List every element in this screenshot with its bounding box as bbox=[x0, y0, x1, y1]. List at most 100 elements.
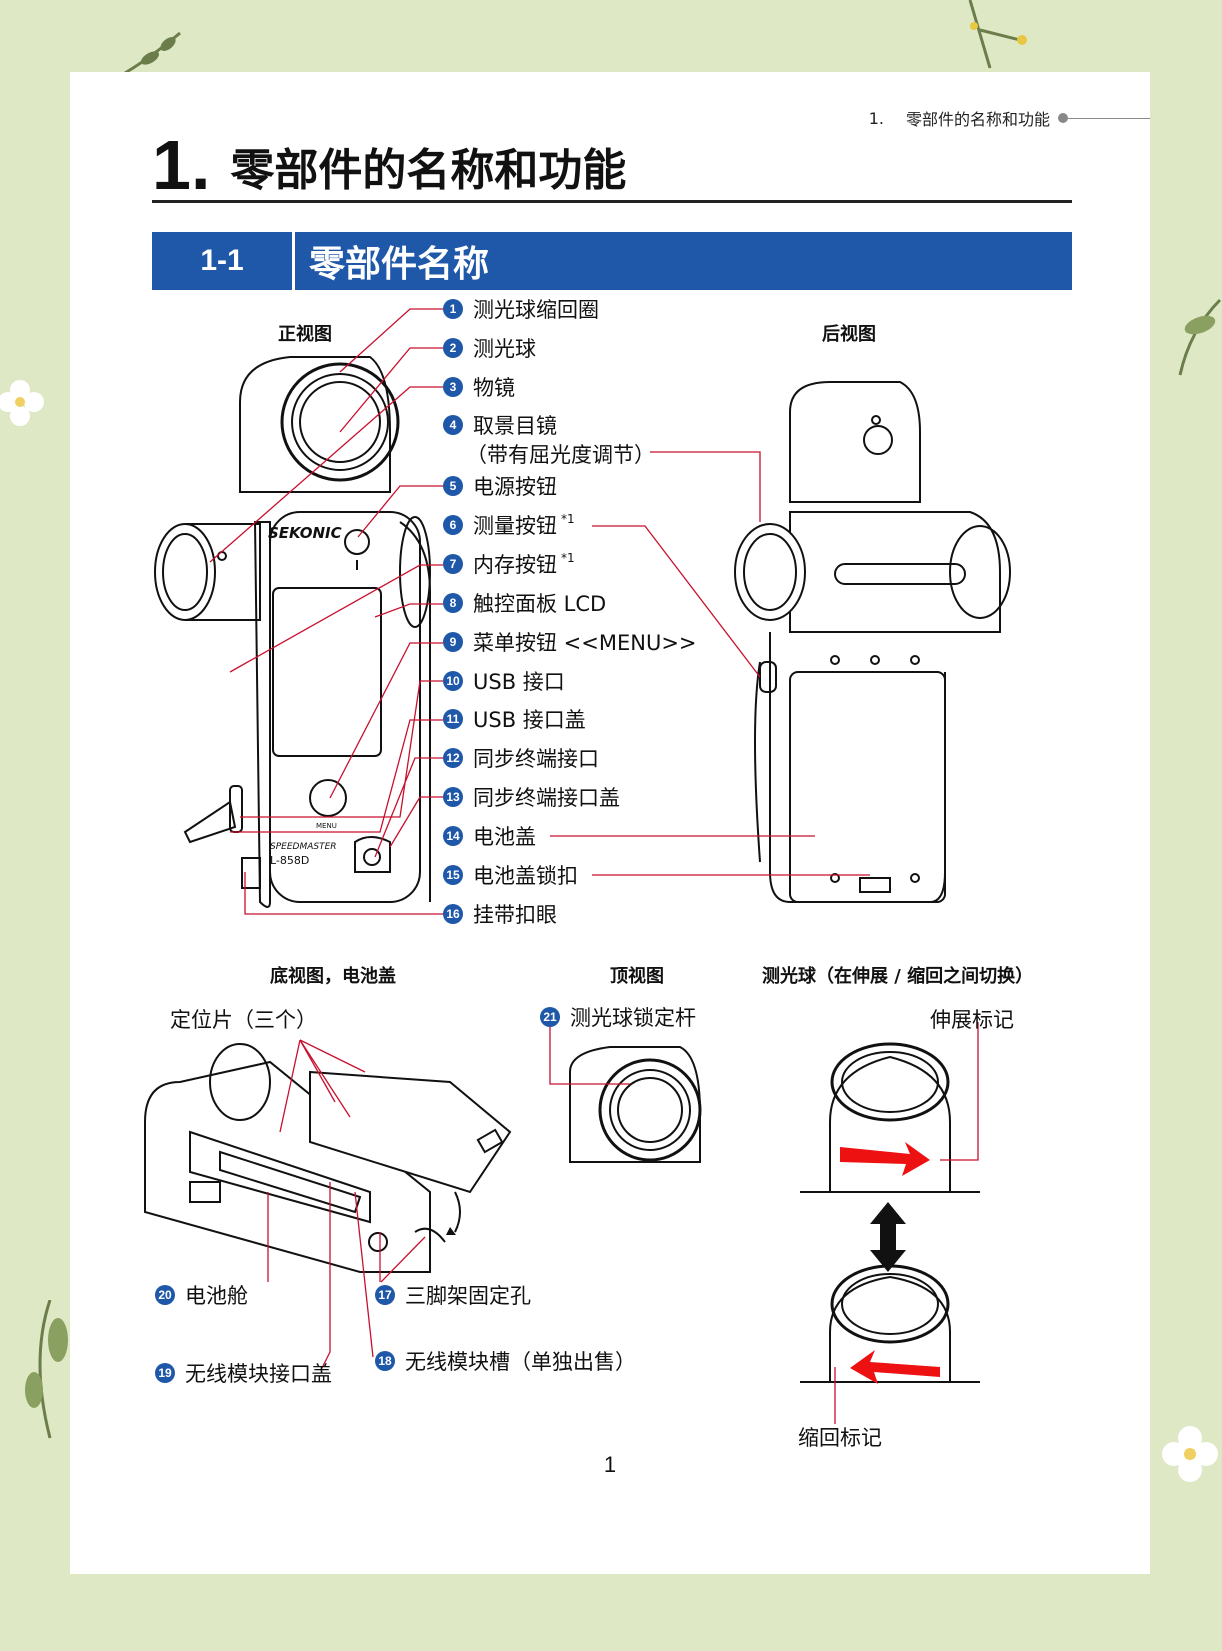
branch-icon bbox=[968, 0, 1027, 69]
part-label: 物镜 bbox=[473, 376, 515, 400]
front-view-label: 正视图 bbox=[278, 324, 332, 345]
leaf-sprig-icon bbox=[124, 31, 181, 75]
bottom-view-label: 底视图，电池盖 bbox=[270, 966, 396, 987]
part-number-badge: 12 bbox=[443, 748, 463, 768]
part-label: 挂带扣眼 bbox=[473, 903, 557, 927]
part-item: 15 电池盖锁扣 bbox=[443, 862, 578, 888]
part-number-badge: 5 bbox=[443, 476, 463, 496]
page-number: 1 bbox=[603, 1452, 617, 1477]
part-label: USB 接口盖 bbox=[473, 708, 586, 732]
part-item: 3 物镜 bbox=[443, 374, 515, 400]
part-number-badge: 11 bbox=[443, 709, 463, 729]
part-number-badge: 6 bbox=[443, 515, 463, 535]
top-view-drawing bbox=[569, 1046, 702, 1163]
running-header-title: 零部件的名称和功能 bbox=[905, 110, 1050, 129]
leaf-sprig-icon bbox=[1178, 298, 1222, 376]
header-rule bbox=[1068, 117, 1150, 119]
part-label: 无线模块槽（单独出售） bbox=[405, 1350, 636, 1374]
flower-icon bbox=[1162, 1426, 1218, 1482]
part-number-badge: 8 bbox=[443, 593, 463, 613]
part-number-badge: 3 bbox=[443, 377, 463, 397]
footnote-mark: *1 bbox=[561, 551, 575, 565]
part-item: 4 取景目镜 bbox=[443, 412, 557, 438]
part-number-badge: 1 bbox=[443, 299, 463, 319]
bullet-icon bbox=[1058, 113, 1068, 123]
positioning-tabs-label: 定位片（三个） bbox=[170, 1008, 317, 1032]
section-heading: 零部件名称 bbox=[309, 244, 490, 285]
part-number-badge: 7 bbox=[443, 554, 463, 574]
part-label: 测光球缩回圈 bbox=[473, 298, 599, 322]
part-number-badge: 9 bbox=[443, 632, 463, 652]
part-item: 12 同步终端接口 bbox=[443, 745, 599, 771]
part-label: USB 接口 bbox=[473, 670, 565, 694]
part-item: 18 无线模块槽（单独出售） bbox=[375, 1348, 636, 1374]
running-header-number: 1. bbox=[868, 108, 884, 128]
part-number-badge: 13 bbox=[443, 787, 463, 807]
part-item: 9 菜单按钮 <<MENU>> bbox=[443, 629, 697, 655]
part-item: 2 测光球 bbox=[443, 335, 536, 361]
part-label: 无线模块接口盖 bbox=[185, 1362, 332, 1386]
front-view-drawing bbox=[154, 356, 431, 908]
part-number-badge: 4 bbox=[443, 415, 463, 435]
chapter-heading: 零部件的名称和功能 bbox=[230, 145, 627, 196]
part-sub-label: （带有屈光度调节） bbox=[466, 443, 655, 467]
chapter-title: 1. 零部件的名称和功能 bbox=[152, 130, 1072, 203]
part-label: 电池舱 bbox=[185, 1284, 248, 1308]
part-item: 20 电池舱 bbox=[155, 1282, 248, 1308]
part-number-badge: 14 bbox=[443, 826, 463, 846]
part-label: 测量按钮 bbox=[473, 514, 557, 538]
part-number-badge: 18 bbox=[375, 1351, 395, 1371]
part-label: 菜单按钮 <<MENU>> bbox=[473, 631, 697, 655]
device-menu-label: MENU bbox=[316, 822, 337, 830]
part-label: 内存按钮 bbox=[473, 553, 557, 577]
part-item: 6 测量按钮 *1 bbox=[443, 512, 575, 538]
part-item: 19 无线模块接口盖 bbox=[155, 1360, 332, 1386]
bottom-view-drawing bbox=[144, 1043, 512, 1273]
section-divider bbox=[292, 232, 295, 290]
part-number-badge: 21 bbox=[540, 1007, 560, 1027]
part-label: 电池盖锁扣 bbox=[473, 864, 578, 888]
part-label: 电源按钮 bbox=[473, 475, 557, 499]
back-view-drawing bbox=[734, 381, 1011, 903]
part-number-badge: 19 bbox=[155, 1363, 175, 1383]
part-number-badge: 15 bbox=[443, 865, 463, 885]
part-item: 13 同步终端接口盖 bbox=[443, 784, 620, 810]
chapter-number: 1 bbox=[152, 126, 191, 204]
section-number: 1-1 bbox=[200, 244, 244, 277]
extend-mark-label: 伸展标记 bbox=[930, 1008, 1014, 1032]
part-number-badge: 2 bbox=[443, 338, 463, 358]
part-label: 测光球 bbox=[473, 337, 536, 361]
part-label: 电池盖 bbox=[473, 825, 536, 849]
part-item: 7 内存按钮 *1 bbox=[443, 551, 575, 577]
flower-icon bbox=[0, 380, 44, 426]
part-label: 测光球锁定杆 bbox=[570, 1006, 696, 1030]
device-brand: SEKONIC bbox=[268, 524, 342, 542]
callout-lines bbox=[209, 308, 979, 1424]
part-label: 触控面板 LCD bbox=[473, 592, 607, 616]
part-label: 同步终端接口 bbox=[473, 747, 599, 771]
device-model-line1: SPEEDMASTER bbox=[270, 842, 337, 852]
device-model-line2: L-858D bbox=[270, 854, 310, 867]
rotation-arrows bbox=[840, 1142, 940, 1384]
manual-page: 1. 零部件的名称和功能 1. 零部件的名称和功能 1-1 零部件名称 正视图 … bbox=[70, 72, 1150, 1574]
part-number-badge: 10 bbox=[443, 671, 463, 691]
double-arrow-icon bbox=[870, 1202, 906, 1272]
sphere-view-label: 测光球（在伸展 / 缩回之间切换） bbox=[762, 966, 1034, 987]
part-label: 取景目镜 bbox=[473, 414, 557, 438]
chapter-dot: . bbox=[190, 126, 211, 204]
top-view-label: 顶视图 bbox=[610, 966, 664, 987]
part-item: 11 USB 接口盖 bbox=[443, 706, 586, 732]
footnote-mark: *1 bbox=[561, 512, 575, 526]
part-item: 16 挂带扣眼 bbox=[443, 901, 557, 927]
part-item: 1 测光球缩回圈 bbox=[443, 296, 599, 322]
part-number-badge: 20 bbox=[155, 1285, 175, 1305]
part-item: 21 测光球锁定杆 bbox=[540, 1004, 696, 1030]
part-item: 10 USB 接口 bbox=[443, 668, 565, 694]
leaf-sprig-icon bbox=[25, 1300, 68, 1439]
part-number-badge: 16 bbox=[443, 904, 463, 924]
device-illustrations bbox=[144, 308, 1011, 1424]
part-label: 同步终端接口盖 bbox=[473, 786, 620, 810]
part-number-badge: 17 bbox=[375, 1285, 395, 1305]
running-header: 1. 零部件的名称和功能 bbox=[868, 108, 1150, 129]
